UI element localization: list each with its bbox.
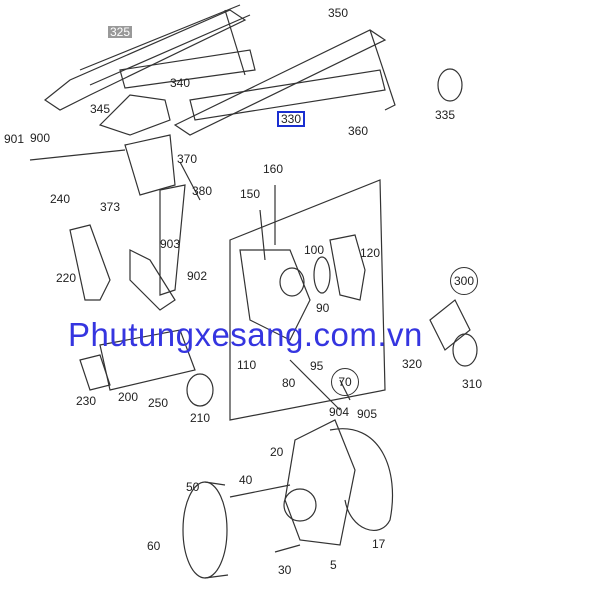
watermark-text: Phutungxesang.com.vn <box>68 316 423 353</box>
bolt-30 <box>274 544 301 553</box>
hose-segment <box>129 249 176 311</box>
leader-lines <box>179 161 351 411</box>
part-label-30: 30 <box>278 563 292 577</box>
part-label-380: 380 <box>192 184 213 198</box>
part-label-50: 50 <box>186 480 200 494</box>
part-label-320: 320 <box>402 357 423 371</box>
part-label-345: 345 <box>90 102 111 116</box>
pulley-rim <box>204 481 229 579</box>
flange-300 <box>429 299 471 351</box>
part-label-160: 160 <box>263 162 284 176</box>
part-label-300: 300 <box>450 267 478 295</box>
part-label-220: 220 <box>56 271 77 285</box>
gasket-120 <box>329 234 366 301</box>
part-label-330: 330 <box>277 111 306 127</box>
seal-ring-210 <box>186 373 214 407</box>
part-label-150: 150 <box>240 187 261 201</box>
part-label-901: 901 <box>4 132 25 146</box>
coolant-pipe-325 <box>43 4 256 111</box>
gasket-17 <box>329 428 394 531</box>
assembly-frame <box>229 179 386 421</box>
part-label-80: 80 <box>282 376 296 390</box>
impeller <box>279 267 305 297</box>
part-label-5: 5 <box>330 558 337 572</box>
seal-ring-310 <box>452 333 478 367</box>
part-label-905: 905 <box>357 407 378 421</box>
pump-hub <box>283 488 317 522</box>
part-label-360: 360 <box>348 124 369 138</box>
leader-line <box>29 149 126 161</box>
part-label-310: 310 <box>462 377 483 391</box>
seal-ring-100 <box>313 256 331 294</box>
part-label-903: 903 <box>160 237 181 251</box>
part-label-335: 335 <box>435 108 456 122</box>
bolt-40 <box>229 484 291 498</box>
part-label-120: 120 <box>360 246 381 260</box>
thermostat-housing <box>124 134 176 196</box>
seal-ring-335 <box>437 68 463 102</box>
water-pump-5 <box>284 419 356 546</box>
part-label-200: 200 <box>118 390 139 404</box>
part-label-17: 17 <box>372 537 386 551</box>
part-label-325: 325 <box>108 25 133 39</box>
part-label-350: 350 <box>328 6 349 20</box>
pump-housing <box>239 249 311 341</box>
gasket-230 <box>79 354 111 391</box>
part-label-40: 40 <box>239 473 253 487</box>
part-label-370: 370 <box>177 152 198 166</box>
part-label-20: 20 <box>270 445 284 459</box>
part-label-100: 100 <box>304 243 325 257</box>
part-label-230: 230 <box>76 394 97 408</box>
part-label-250: 250 <box>148 396 169 410</box>
part-label-110: 110 <box>237 358 257 372</box>
pulley-50 <box>182 481 228 579</box>
part-label-373: 373 <box>100 200 121 214</box>
part-label-60: 60 <box>147 539 161 553</box>
part-label-210: 210 <box>190 411 211 425</box>
part-label-240: 240 <box>50 192 71 206</box>
coolant-pipe-330 <box>98 29 396 136</box>
part-label-95: 95 <box>310 359 324 373</box>
hose-220 <box>69 224 111 301</box>
part-label-902: 902 <box>187 269 208 283</box>
part-label-340: 340 <box>170 76 191 90</box>
hose-380 <box>159 184 186 296</box>
part-label-90: 90 <box>316 301 330 315</box>
part-label-900: 900 <box>30 131 51 145</box>
part-label-904: 904 <box>329 405 350 419</box>
part-label-70: 70 <box>331 368 359 396</box>
